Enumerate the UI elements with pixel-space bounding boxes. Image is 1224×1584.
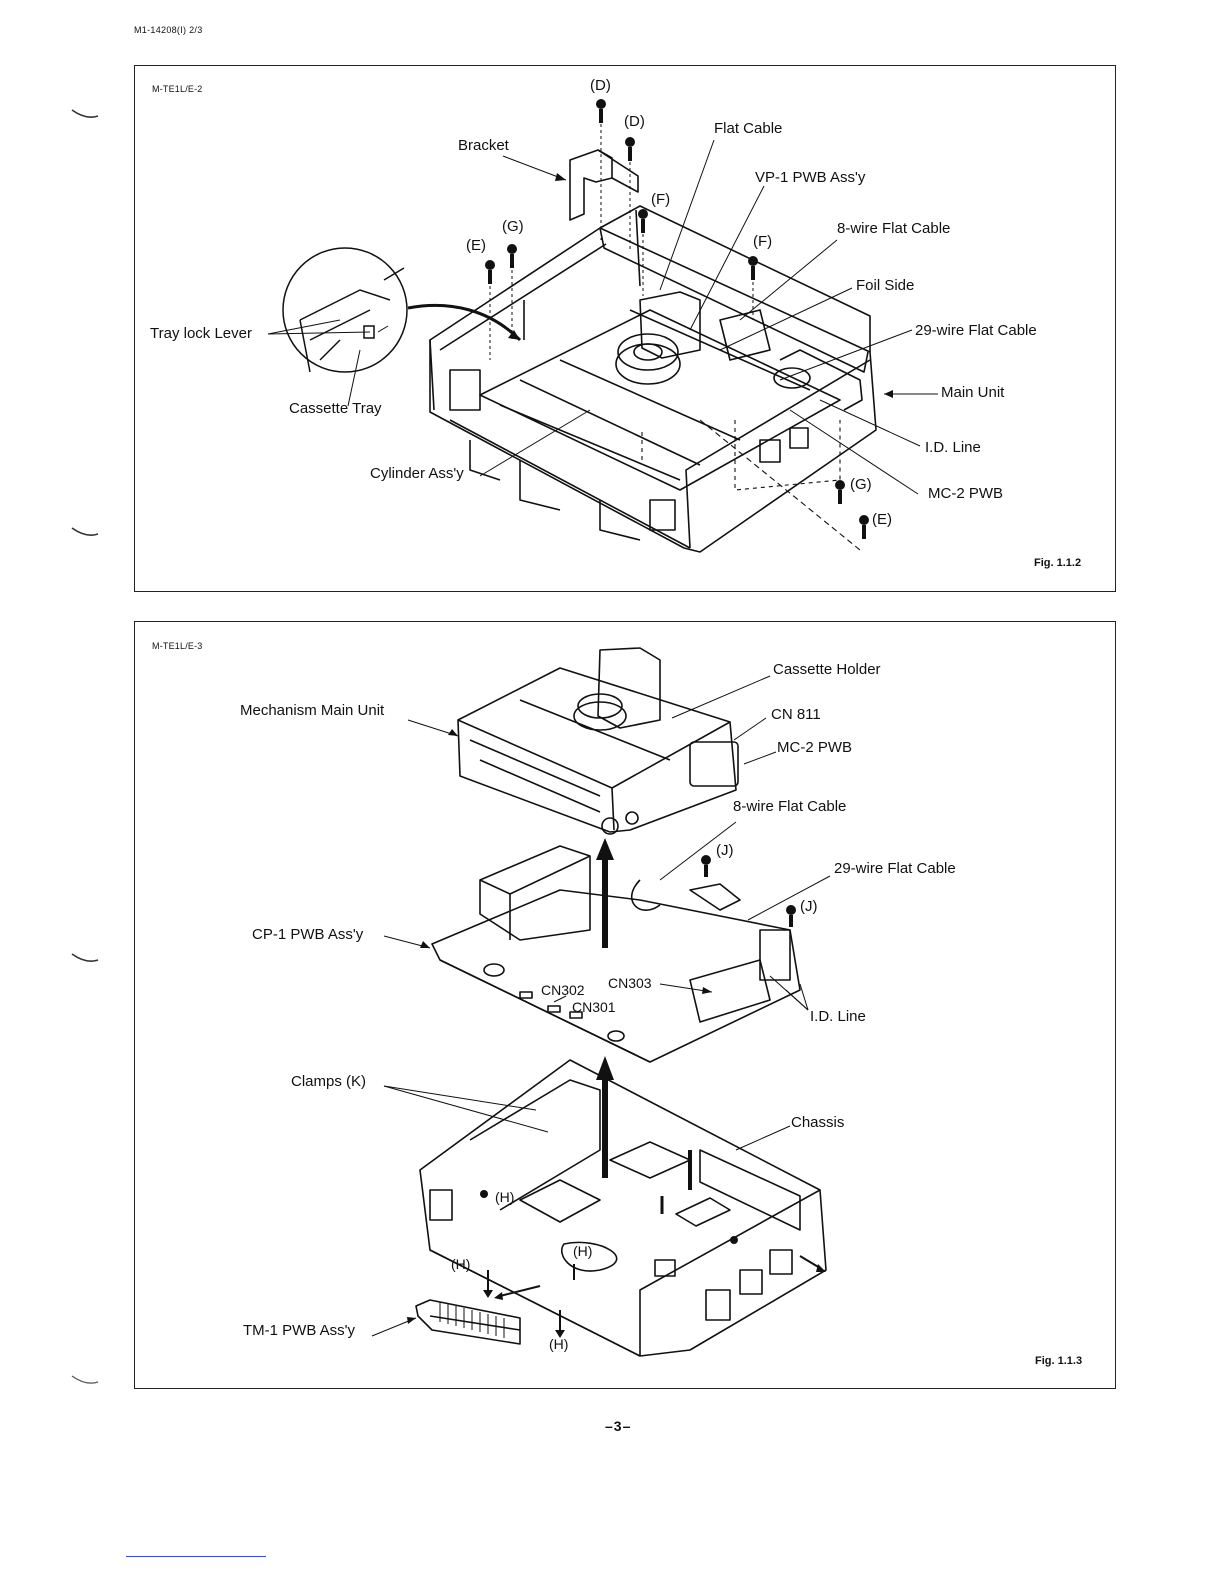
label-d-second: (D) xyxy=(624,113,645,130)
punch-hole-mark xyxy=(71,109,99,118)
label-foil-side: Foil Side xyxy=(856,277,915,294)
label-j-right: (J) xyxy=(800,898,818,915)
label-e-right: (E) xyxy=(872,511,892,528)
label-bracket: Bracket xyxy=(458,137,509,154)
label-tray-lock-lever: Tray lock Lever xyxy=(150,325,252,342)
label-vp1-pwb: VP-1 PWB Ass'y xyxy=(755,169,866,186)
label-cylinder-assy: Cylinder Ass'y xyxy=(370,465,464,482)
label-29-wire-flat-cable-fig2: 29-wire Flat Cable xyxy=(834,860,956,877)
label-cp1-pwb: CP-1 PWB Ass'y xyxy=(252,926,364,943)
label-h-1: (H) xyxy=(495,1189,515,1205)
label-clamps-k: Clamps (K) xyxy=(291,1073,367,1090)
figure-2-code: M-TE1L/E-3 xyxy=(152,641,203,651)
punch-hole-mark xyxy=(71,953,99,962)
label-8-wire-flat-cable: 8-wire Flat Cable xyxy=(837,220,951,237)
figure-2-caption: Fig. 1.1.3 xyxy=(1035,1355,1083,1367)
label-main-unit: Main Unit xyxy=(941,384,1005,401)
label-j-top: (J) xyxy=(716,842,734,859)
label-e-left: (E) xyxy=(466,237,486,254)
label-cn811: CN 811 xyxy=(771,706,821,723)
document-id: M1-14208(I) 2/3 xyxy=(134,25,203,35)
label-h-3: (H) xyxy=(451,1256,471,1272)
label-mc2-pwb-fig2: MC-2 PWB xyxy=(777,739,852,756)
page-number: –3– xyxy=(605,1418,632,1434)
label-cassette-tray: Cassette Tray xyxy=(289,400,382,417)
figure-1-drawing xyxy=(267,99,938,553)
figure-2-panel xyxy=(134,621,1116,1389)
punch-hole-mark xyxy=(71,1375,99,1384)
label-mechanism-main-unit: Mechanism Main Unit xyxy=(240,702,385,719)
footer-rule xyxy=(126,1556,266,1557)
label-cn301: CN301 xyxy=(572,999,616,1015)
label-h-4: (H) xyxy=(549,1336,569,1352)
label-g-left: (G) xyxy=(502,218,524,235)
label-f-left: (F) xyxy=(651,191,671,208)
label-flat-cable: Flat Cable xyxy=(714,120,783,137)
label-tm1-pwb: TM-1 PWB Ass'y xyxy=(243,1322,356,1339)
label-g-right: (G) xyxy=(850,476,872,493)
label-29-wire-flat-cable: 29-wire Flat Cable xyxy=(915,322,1037,339)
punch-hole-mark xyxy=(71,527,99,536)
label-id-line-fig2: I.D. Line xyxy=(810,1008,866,1025)
label-h-2: (H) xyxy=(573,1243,593,1259)
label-cn302: CN302 xyxy=(541,982,585,998)
label-d-top: (D) xyxy=(590,77,611,94)
label-mc2-pwb: MC-2 PWB xyxy=(928,485,1003,502)
figure-1-panel xyxy=(134,65,1116,592)
figure-1-code: M-TE1L/E-2 xyxy=(152,84,203,94)
label-cn303: CN303 xyxy=(608,975,652,991)
label-id-line: I.D. Line xyxy=(925,439,981,456)
figure-2-drawing xyxy=(371,647,831,1357)
figure-1-caption: Fig. 1.1.2 xyxy=(1034,557,1082,569)
label-chassis: Chassis xyxy=(791,1114,845,1131)
label-f-right: (F) xyxy=(753,233,773,250)
label-8-wire-flat-cable-fig2: 8-wire Flat Cable xyxy=(733,798,847,815)
label-cassette-holder: Cassette Holder xyxy=(773,661,881,678)
